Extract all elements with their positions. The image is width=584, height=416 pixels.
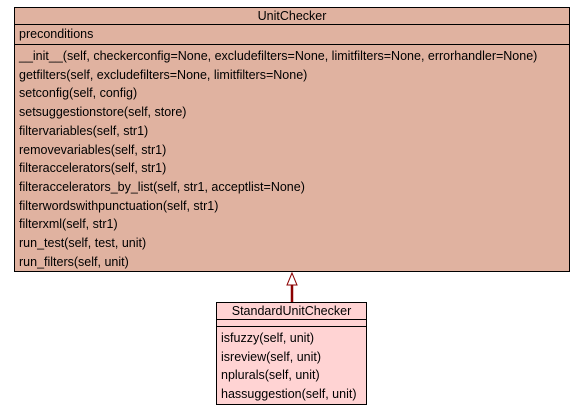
class-name-unitchecker: UnitChecker <box>15 8 569 25</box>
method-filteraccelerators: filteraccelerators(self, str1) <box>19 161 167 176</box>
method-filterxml: filterxml(self, str1) <box>19 217 118 232</box>
attribute-section-standardunitchecker <box>217 320 366 327</box>
method-isreview: isreview(self, unit) <box>221 349 322 364</box>
method-filteraccelerators-by-list: filteraccelerators_by_list(self, str1, a… <box>19 179 305 194</box>
class-box-standardunitchecker: StandardUnitChecker isfuzzy(self, unit) … <box>216 302 367 405</box>
method-setconfig: setconfig(self, config) <box>19 86 138 101</box>
inheritance-arrowhead <box>286 271 298 286</box>
method-run-test: run_test(self, test, unit) <box>19 236 147 251</box>
method-removevariables: removevariables(self, str1) <box>19 142 167 157</box>
method-nplurals: nplurals(self, unit) <box>221 368 320 382</box>
class-name-standardunitchecker: StandardUnitChecker <box>217 303 366 320</box>
class-box-unitchecker: UnitChecker preconditions __init__(self,… <box>14 7 570 272</box>
method-hassuggestion: hassuggestion(self, unit) <box>221 386 357 401</box>
method-list-standardunitchecker: isfuzzy(self, unit) isreview(self, unit)… <box>217 327 366 403</box>
method-filtervariables: filtervariables(self, str1) <box>19 123 149 138</box>
attribute-section-unitchecker: preconditions <box>15 25 569 45</box>
method-getfilters: getfilters(self, excludefilters=None, li… <box>19 67 308 82</box>
method-filterwordswithpunctuation: filterwordswithpunctuation(self, str1) <box>19 198 219 213</box>
method-list-unitchecker: __init__(self, checkerconfig=None, exclu… <box>15 45 569 271</box>
method-isfuzzy: isfuzzy(self, unit) <box>221 331 315 345</box>
method-setsuggestionstore: setsuggestionstore(self, store) <box>19 105 187 120</box>
method-init: __init__(self, checkerconfig=None, exclu… <box>19 49 538 63</box>
attribute-preconditions: preconditions <box>19 27 94 41</box>
method-run-filters: run_filters(self, unit) <box>19 254 129 269</box>
